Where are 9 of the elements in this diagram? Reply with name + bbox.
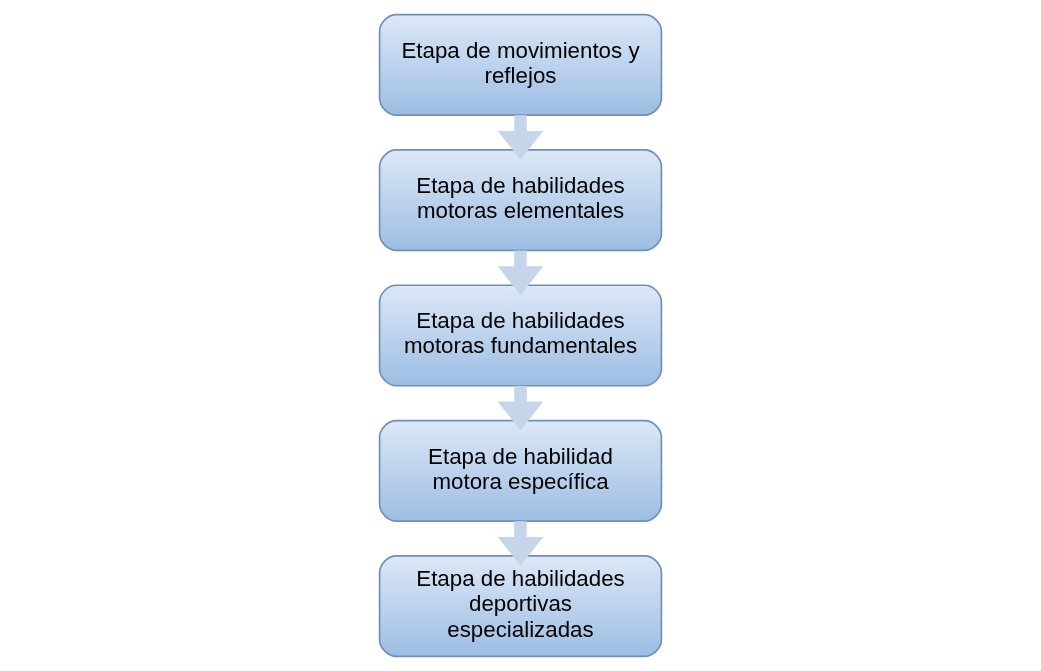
node-box: Etapa de habilidades deportivas especializadas [378, 555, 663, 658]
arrow [497, 115, 544, 160]
node-box: Etapa de habilidad motora específica [378, 419, 663, 522]
node-box: Etapa de habilidades motoras elementales [378, 149, 663, 252]
arrow [497, 250, 544, 296]
arrow [497, 385, 544, 431]
node-box: Etapa de movimientos y reflejos [378, 13, 663, 116]
arrow [497, 521, 544, 566]
node-box: Etapa de habilidades motoras fundamentales [378, 284, 663, 387]
